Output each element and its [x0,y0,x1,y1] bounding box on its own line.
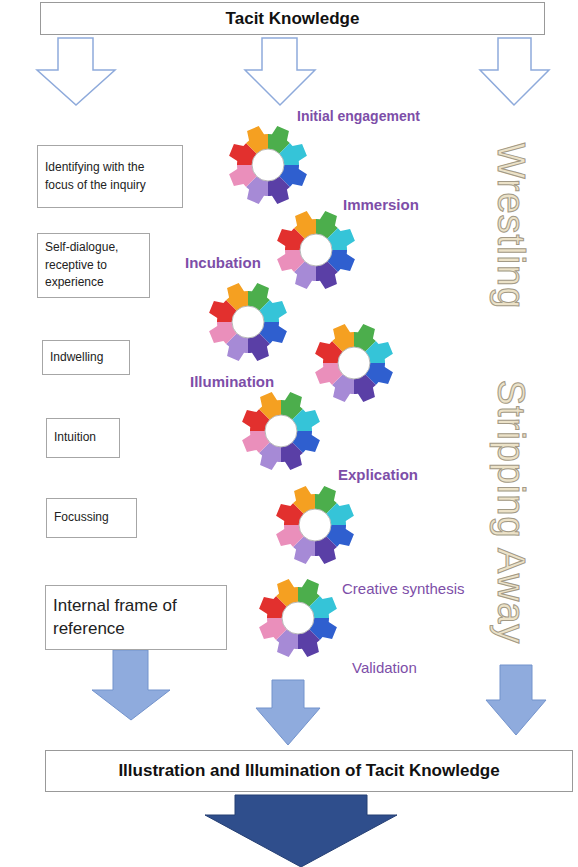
flow-arrow [486,665,546,735]
process-box: Indwelling [42,340,130,375]
box-text: Intuition [54,429,96,446]
gear [231,381,331,481]
hollow-arrow [37,38,115,105]
process-box: Internal frame of reference [45,585,227,650]
phase-label: Illumination [190,373,274,390]
gear [248,568,348,668]
flow-arrow [256,680,320,745]
box-text: Illustration and Illumination of Tacit K… [118,761,499,781]
phase-label: Validation [352,659,417,676]
output-arrow [205,795,397,867]
phase-label: Immersion [343,196,419,213]
gear [218,115,318,215]
header-box: Tacit Knowledge [40,2,545,35]
box-text: Identifying with the focus of the inquir… [45,159,175,194]
phase-label: Initial engagement [297,108,420,124]
flow-arrow [92,650,170,720]
box-text: Self-dialogue, receptive to experience [45,239,142,291]
phase-label: Incubation [185,254,261,271]
box-text: Tacit Knowledge [226,9,360,29]
gear [265,475,365,575]
phase-label: Explication [338,466,418,483]
gear [304,313,404,413]
phase-label: Creative synthesis [342,580,465,597]
box-text: Indwelling [50,349,103,366]
process-box: Identifying with the focus of the inquir… [37,145,183,208]
process-box: Focussing [46,498,137,538]
process-box: Intuition [46,418,120,458]
box-text: Internal frame of reference [53,595,219,639]
gear [266,200,366,300]
hollow-arrow [480,38,549,105]
vertical-caption: Stripping Away [489,380,532,645]
outcome-box: Illustration and Illumination of Tacit K… [45,750,573,792]
hollow-arrow [245,38,315,105]
process-box: Self-dialogue, receptive to experience [37,233,150,298]
gear [198,272,298,372]
vertical-caption: Wrestling [489,143,532,310]
box-text: Focussing [54,509,109,526]
